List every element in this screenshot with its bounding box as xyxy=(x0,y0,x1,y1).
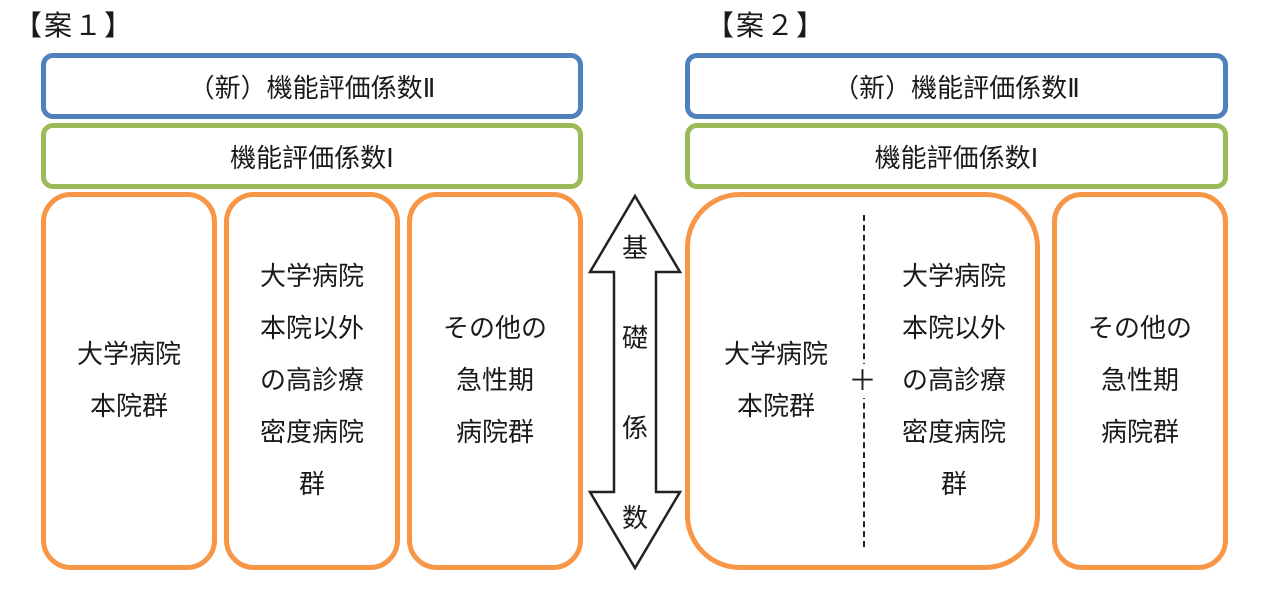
plan2-coefficient2-label: （新）機能評価係数Ⅱ xyxy=(833,73,1080,104)
plan2-coefficient1-box: 機能評価係数Ⅰ xyxy=(685,123,1228,189)
plan1-group-high-density: 大学病院 本院以外 の高診療 密度病院 群 xyxy=(224,192,400,570)
plan1-coefficient1-label: 機能評価係数Ⅰ xyxy=(230,143,394,174)
plan1-group-label: 大学病院 本院群 xyxy=(76,340,181,422)
plan1-coefficient2-box: （新）機能評価係数Ⅱ xyxy=(41,53,583,119)
base-coefficient-char: 係 xyxy=(621,414,648,444)
plan1-group-label: その他の 急性期 病院群 xyxy=(442,314,547,448)
base-coefficient-char: 基 xyxy=(621,234,648,264)
base-coefficient-arrow: 基 礎 係 数 xyxy=(586,192,684,572)
plan1-coefficient2-label: （新）機能評価係数Ⅱ xyxy=(188,73,436,104)
plan1-group-other-acute: その他の 急性期 病院群 xyxy=(407,192,583,570)
plan2-coefficient1-label: 機能評価係数Ⅰ xyxy=(874,143,1039,174)
plan2-merged-left-label: 大学病院 本院群 xyxy=(723,340,828,422)
plan2-heading: 【案２】 xyxy=(706,9,827,42)
plan1-coefficient1-box: 機能評価係数Ⅰ xyxy=(41,123,583,189)
base-coefficient-char: 数 xyxy=(621,504,648,534)
plan1-heading: 【案１】 xyxy=(14,9,135,42)
double-arrow-icon xyxy=(587,193,683,571)
plan1-group-label: 大学病院 本院以外 の高診療 密度病院 群 xyxy=(259,262,364,500)
plan2-merged-right-label: 大学病院 本院以外 の高診療 密度病院 群 xyxy=(901,262,1006,500)
plus-icon: ＋ xyxy=(846,364,879,398)
base-coefficient-char: 礎 xyxy=(621,324,648,354)
plan2-merged-group: 大学病院 本院群 ＋ 大学病院 本院以外 の高診療 密度病院 群 xyxy=(685,192,1040,570)
plan1-group-university-main: 大学病院 本院群 xyxy=(41,192,217,570)
plan2-group-other-acute: その他の 急性期 病院群 xyxy=(1052,192,1228,570)
plan2-group-label: その他の 急性期 病院群 xyxy=(1087,314,1192,448)
plan2-coefficient2-box: （新）機能評価係数Ⅱ xyxy=(685,53,1228,119)
